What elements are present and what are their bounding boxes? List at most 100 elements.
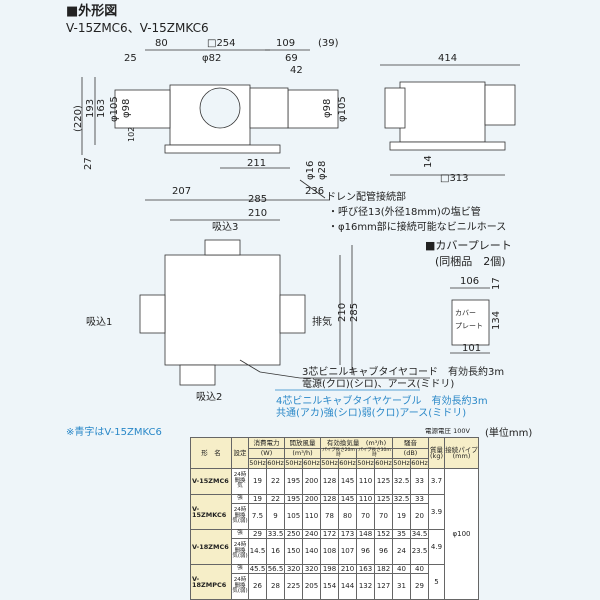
cover-plate-shape	[451, 299, 490, 346]
value-cell: 35	[392, 529, 411, 539]
setting-cell: 24時間換気	[231, 468, 249, 495]
setting-cell: 24時間換気(弱)	[231, 573, 249, 600]
value-cell: 145	[338, 494, 357, 504]
header-power: 消費電力	[248, 437, 285, 449]
dim: φ28	[317, 160, 328, 180]
pipe-cell: φ100	[444, 468, 479, 600]
value-cell: 150	[284, 538, 303, 565]
dim: 236	[305, 186, 325, 197]
value-cell: 108	[320, 538, 339, 565]
cover-plate-label: プレート	[455, 322, 483, 330]
dim: 414	[438, 53, 458, 64]
dim: □254	[207, 38, 236, 49]
header-hz: 50Hz	[248, 458, 267, 469]
header-hz: 50Hz	[320, 458, 339, 469]
value-cell: 29	[248, 529, 267, 539]
value-cell: 45.5	[248, 564, 267, 574]
dim: 14	[423, 155, 434, 168]
dim: 211	[247, 158, 267, 169]
value-cell: 28	[266, 573, 285, 600]
header-hz: 50Hz	[392, 458, 411, 469]
dim: φ105	[109, 96, 120, 122]
value-cell: 125	[374, 468, 393, 495]
dim: 80	[155, 38, 168, 49]
header-hz: 60Hz	[302, 458, 321, 469]
dim: 17	[491, 277, 502, 290]
value-cell: 33.5	[266, 529, 285, 539]
value-cell: 128	[320, 468, 339, 495]
dim: 193	[85, 98, 96, 118]
value-cell: 125	[374, 494, 393, 504]
value-cell: 32.5	[392, 494, 411, 504]
value-cell: 152	[374, 529, 393, 539]
cord-3core-label: 3芯ビニルキャブタイヤコード 有効長約3m	[302, 367, 505, 378]
value-cell: 225	[284, 573, 303, 600]
cover-plate-title: ■カバープレート	[425, 239, 512, 252]
cover-plate-label: カバー	[455, 309, 476, 317]
setting-cell: 強	[231, 494, 249, 504]
dim: 285	[248, 194, 268, 205]
header-noise-unit: (dB)	[392, 448, 429, 459]
value-cell: 320	[284, 564, 303, 574]
value-cell: 29	[410, 573, 429, 600]
value-cell: 163	[356, 564, 375, 574]
header-model: 形 名	[190, 437, 232, 469]
mass-cell: 4.9	[428, 529, 445, 565]
dim: φ16	[305, 160, 316, 180]
dim: 27	[83, 157, 94, 170]
header-pipe30: パイプ長さ30m時	[356, 448, 393, 459]
setting-cell: 24時間換気(弱)	[231, 538, 249, 565]
value-cell: 105	[284, 503, 303, 530]
dim: 42	[290, 65, 303, 76]
dim: 101	[462, 343, 482, 354]
header-airflow-unit: (m³/h)	[284, 448, 321, 459]
value-cell: 22	[266, 468, 285, 495]
header-hz: 60Hz	[410, 458, 429, 469]
value-cell: 195	[284, 494, 303, 504]
header-mass: 質量(kg)	[428, 437, 445, 469]
value-cell: 198	[320, 564, 339, 574]
value-cell: 33	[410, 468, 429, 495]
cable-4core-wires: 共通(アカ)強(シロ)弱(クロ)アース(ミドリ)	[276, 408, 467, 419]
section-title: ■外形図	[66, 4, 118, 19]
value-cell: 140	[302, 538, 321, 565]
voltage-label: 電源電圧 100V	[425, 427, 470, 435]
value-cell: 40	[410, 564, 429, 574]
dim: □313	[440, 173, 469, 184]
header-airflow: 開放風量	[284, 437, 321, 449]
cover-plate-subtitle: (同梱品 2個)	[435, 255, 506, 268]
cord-3core-wires: 電源(クロ)(シロ)、アース(ミドリ)	[302, 379, 455, 390]
value-cell: 40	[392, 564, 411, 574]
value-cell: 200	[302, 494, 321, 504]
value-cell: 24	[392, 538, 411, 565]
dim: 102	[127, 126, 136, 142]
blue-text-note: ※青字はV-15ZMKC6	[66, 427, 162, 438]
dim: φ82	[202, 53, 222, 64]
value-cell: 320	[302, 564, 321, 574]
value-cell: 7.5	[248, 503, 267, 530]
value-cell: 144	[338, 573, 357, 600]
header-hz: 60Hz	[374, 458, 393, 469]
value-cell: 205	[302, 573, 321, 600]
dim: 25	[124, 53, 137, 64]
dim: 134	[491, 310, 502, 330]
header-hz: 60Hz	[266, 458, 285, 469]
model-cell: V-15ZMC6	[190, 468, 232, 495]
dim: 69	[285, 53, 298, 64]
header-power-unit: (W)	[248, 448, 285, 459]
value-cell: 56.5	[266, 564, 285, 574]
inlet-2-label: 吸込2	[196, 392, 223, 403]
value-cell: 110	[356, 494, 375, 504]
dim: φ98	[121, 98, 132, 118]
value-cell: 173	[338, 529, 357, 539]
value-cell: 127	[374, 573, 393, 600]
inlet-3-label: 吸込3	[212, 222, 239, 233]
drain-line-1: ・呼び径13(外径18mm)の塩ビ管	[328, 207, 481, 218]
header-pipe: 接続パイプ(mm)	[444, 437, 479, 469]
value-cell: 19	[248, 494, 267, 504]
header-hz: 60Hz	[338, 458, 357, 469]
